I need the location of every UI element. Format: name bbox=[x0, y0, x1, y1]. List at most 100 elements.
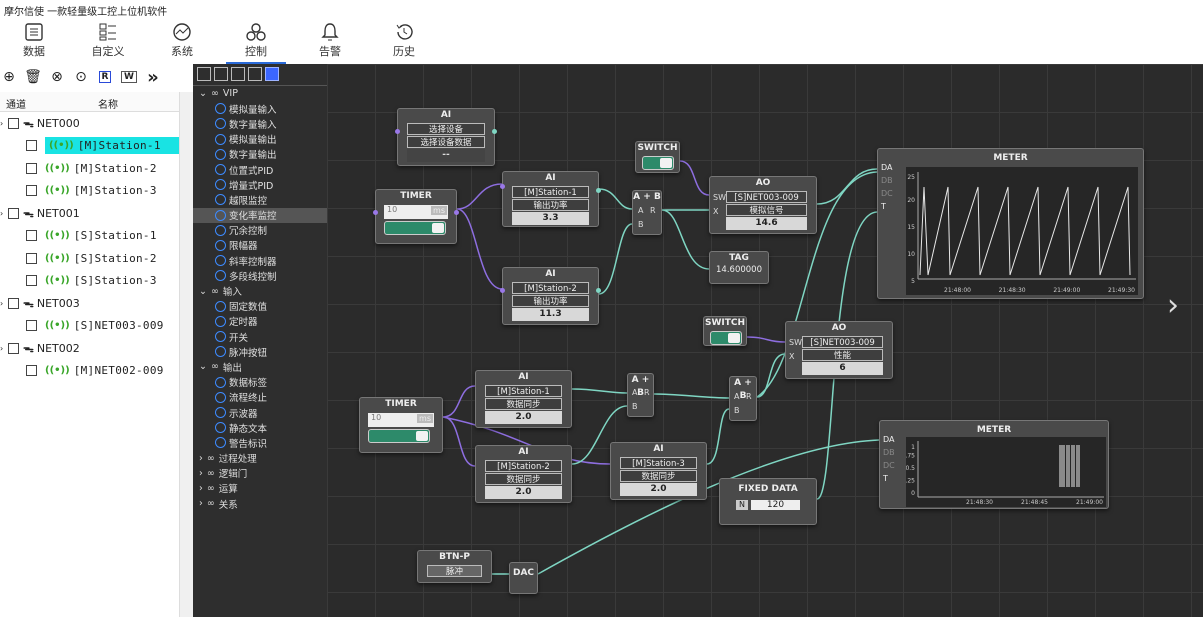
checkbox[interactable] bbox=[8, 117, 19, 129]
library-item[interactable]: 模拟量输出 bbox=[193, 132, 327, 147]
library-item[interactable]: 静态文本 bbox=[193, 420, 327, 435]
save-as-icon[interactable] bbox=[248, 67, 262, 81]
input-port[interactable] bbox=[500, 184, 505, 189]
tree-station-row[interactable]: ((•))[S]Station-3 bbox=[0, 270, 179, 293]
device-field[interactable]: [M]Station-2 bbox=[512, 282, 589, 294]
data-field[interactable]: 模拟信号 bbox=[726, 204, 807, 216]
library-item[interactable]: 数字量输入 bbox=[193, 116, 327, 131]
library-item[interactable]: 增量式PID bbox=[193, 177, 327, 192]
output-port[interactable] bbox=[596, 188, 601, 193]
checkbox[interactable] bbox=[8, 207, 19, 219]
input-port[interactable] bbox=[500, 288, 505, 293]
library-item[interactable]: 多段线控制 bbox=[193, 268, 327, 283]
switch-toggle[interactable] bbox=[710, 331, 742, 345]
library-item[interactable]: 警告标识 bbox=[193, 435, 327, 450]
device-field[interactable]: [M]Station-3 bbox=[620, 457, 697, 469]
checkbox[interactable] bbox=[26, 320, 37, 332]
checkbox[interactable] bbox=[8, 297, 19, 309]
write-icon[interactable]: W bbox=[120, 68, 138, 86]
dac-node[interactable]: DAC bbox=[509, 562, 538, 594]
library-item[interactable]: 模拟量输入 bbox=[193, 101, 327, 116]
next-page-icon[interactable]: › bbox=[1167, 288, 1179, 323]
switch-toggle[interactable] bbox=[642, 156, 674, 170]
output-port[interactable] bbox=[454, 210, 459, 215]
ai-node-station1-power[interactable]: AI [M]Station-1 输出功率 3.3 bbox=[500, 171, 601, 227]
library-category[interactable]: ⌄∞输出 bbox=[193, 359, 327, 374]
library-category[interactable]: ⌄∞VIP bbox=[193, 86, 327, 101]
checkbox[interactable] bbox=[8, 342, 19, 354]
device-field[interactable]: [M]Station-2 bbox=[485, 460, 562, 472]
checkbox[interactable] bbox=[26, 252, 37, 264]
ai-node-unset[interactable]: AI 选择设备 选择设备数据 -- bbox=[395, 108, 497, 166]
device-field[interactable]: [S]NET003-009 bbox=[726, 191, 807, 203]
tree-station-row[interactable]: ((•))[S]Station-1 bbox=[0, 225, 179, 248]
checkbox[interactable] bbox=[26, 185, 37, 197]
tab-alarm[interactable]: 告警 bbox=[300, 22, 360, 64]
trash-icon[interactable]: 🗑 bbox=[24, 69, 42, 85]
pulse-button[interactable]: 脉冲 bbox=[427, 565, 482, 577]
device-field[interactable]: [M]Station-1 bbox=[512, 186, 589, 198]
library-item[interactable]: 变化率监控 bbox=[193, 207, 327, 223]
fixed-data-node[interactable]: FIXED DATA N 120 bbox=[719, 478, 817, 525]
device-field[interactable]: [M]Station-1 bbox=[485, 385, 562, 397]
checkbox[interactable] bbox=[26, 140, 37, 152]
check-circle-icon[interactable]: ⊙ bbox=[75, 69, 87, 85]
output-port[interactable] bbox=[492, 129, 497, 134]
device-field[interactable]: 选择设备 bbox=[407, 123, 485, 135]
data-field[interactable]: 输出功率 bbox=[512, 199, 589, 211]
library-item[interactable]: 开关 bbox=[193, 329, 327, 344]
interval-field[interactable]: 10 ms bbox=[384, 205, 448, 219]
add-node-1[interactable]: A + B A R B bbox=[632, 190, 662, 235]
library-item[interactable]: 示波器 bbox=[193, 405, 327, 420]
checkbox[interactable] bbox=[26, 162, 37, 174]
switch-node-2[interactable]: SWITCH bbox=[703, 316, 747, 346]
library-category[interactable]: ›∞运算 bbox=[193, 481, 327, 496]
ai-node-station3-sync[interactable]: AI [M]Station-3 数据同步 2.0 bbox=[610, 442, 707, 500]
input-port[interactable] bbox=[395, 129, 400, 134]
data-field[interactable]: 数据同步 bbox=[485, 473, 562, 485]
data-field[interactable]: 输出功率 bbox=[512, 295, 589, 307]
timer-toggle[interactable] bbox=[384, 221, 446, 235]
checkbox[interactable] bbox=[26, 275, 37, 287]
ao-node-2[interactable]: AO [S]NET003-009 性能 6 SW X bbox=[785, 321, 893, 379]
tree-station-row[interactable]: ((•))[M]Station-2 bbox=[0, 157, 179, 180]
library-category[interactable]: ›∞关系 bbox=[193, 496, 327, 511]
fixed-value[interactable]: 120 bbox=[750, 500, 800, 510]
library-item[interactable]: 流程终止 bbox=[193, 390, 327, 405]
save-icon[interactable] bbox=[231, 67, 245, 81]
ai-node-station1-sync[interactable]: AI [M]Station-1 数据同步 2.0 bbox=[475, 370, 572, 428]
checkbox[interactable] bbox=[26, 365, 37, 377]
library-item[interactable]: 冗余控制 bbox=[193, 223, 327, 238]
library-item[interactable]: 固定数值 bbox=[193, 299, 327, 314]
tree-scrollbar[interactable] bbox=[180, 92, 193, 617]
library-category[interactable]: ›∞过程处理 bbox=[193, 451, 327, 466]
data-field[interactable]: 数据同步 bbox=[620, 470, 697, 482]
library-category[interactable]: ⌄∞输入 bbox=[193, 283, 327, 299]
library-category[interactable]: ›∞逻辑门 bbox=[193, 466, 327, 481]
tree-station-row[interactable]: ((•))[M]NET002-009 bbox=[0, 360, 179, 383]
ao-node-1[interactable]: AO [S]NET003-009 模拟信号 14.6 SW X bbox=[709, 176, 817, 234]
library-item[interactable]: 斜率控制器 bbox=[193, 253, 327, 268]
tab-system[interactable]: 系统 bbox=[152, 22, 212, 64]
library-item[interactable]: 位置式PID bbox=[193, 162, 327, 177]
input-port[interactable] bbox=[373, 210, 378, 215]
tree-station-row[interactable]: ((•))[S]Station-2 bbox=[0, 247, 179, 270]
library-item[interactable]: 定时器 bbox=[193, 314, 327, 329]
add-icon[interactable]: ⊕ bbox=[3, 69, 15, 85]
library-item[interactable]: 数据标签 bbox=[193, 375, 327, 390]
tree-station-row[interactable]: ((•))[S]NET003-009 bbox=[0, 315, 179, 338]
library-item[interactable]: 数字量输出 bbox=[193, 147, 327, 162]
interval-field[interactable]: 10 ms bbox=[368, 413, 434, 427]
tab-control[interactable]: 控制 bbox=[226, 22, 286, 64]
library-item[interactable]: 越限监控 bbox=[193, 192, 327, 207]
tag-node[interactable]: TAG 14.600000 bbox=[709, 251, 769, 284]
tab-data[interactable]: 数据 bbox=[4, 22, 64, 64]
tab-custom[interactable]: 自定义 bbox=[78, 22, 138, 64]
data-field[interactable]: 数据同步 bbox=[485, 398, 562, 410]
expand-icon[interactable]: » bbox=[147, 66, 159, 88]
